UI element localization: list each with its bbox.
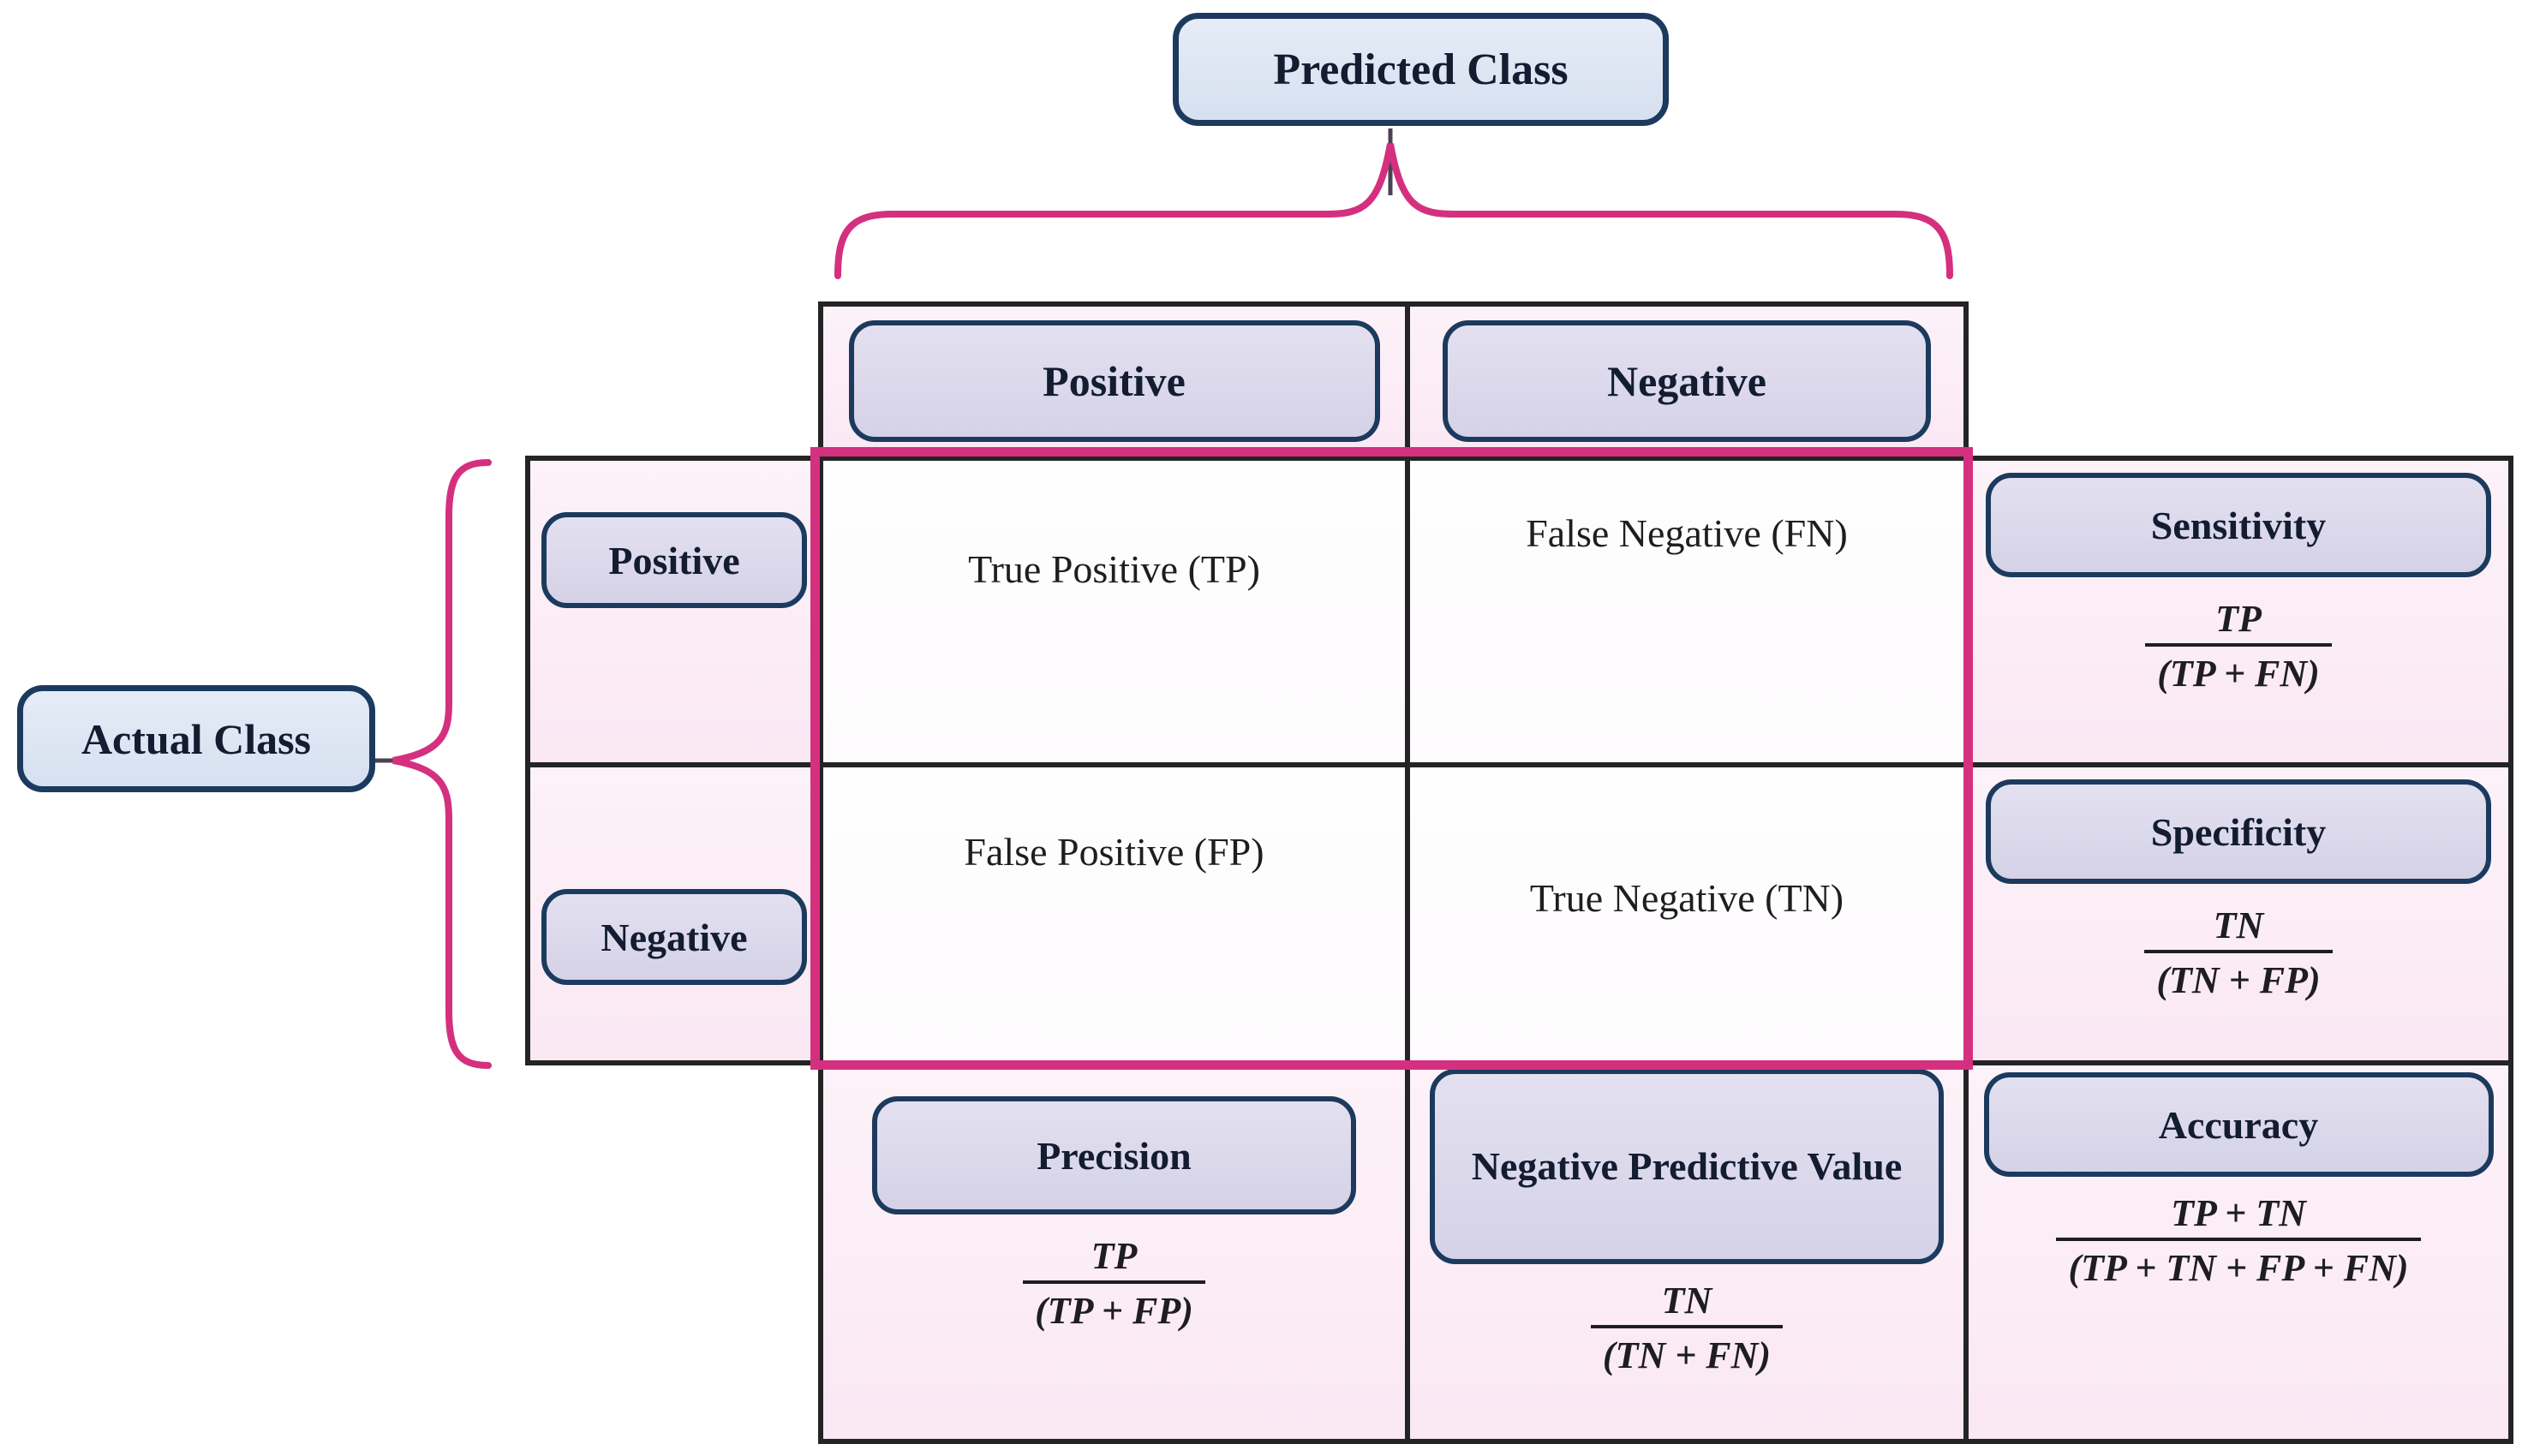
left-curly-brace-icon [392, 459, 492, 1069]
precision-label-box: Precision [872, 1096, 1356, 1214]
cell-sensitivity: Sensitivity TP (TP + FN) [1963, 456, 2513, 767]
precision-formula-numerator: TP [1091, 1235, 1138, 1277]
top-curly-brace-icon [834, 143, 1953, 279]
sensitivity-label: Sensitivity [2150, 503, 2327, 547]
actual-positive-header-box: Positive [541, 512, 807, 608]
npv-formula-denominator: (TN + FN) [1590, 1325, 1784, 1380]
predicted-positive-header-label: Positive [1043, 357, 1186, 405]
row-header-cell-negative: Negative [525, 762, 823, 1065]
cell-false-negative: False Negative (FN) [1405, 456, 1969, 767]
true-positive-text: True Positive (TP) [968, 547, 1260, 591]
cell-negative-predictive-value: Negative Predictive Value TN (TN + FN) [1405, 1060, 1969, 1444]
npv-label-box: Negative Predictive Value [1430, 1069, 1944, 1264]
predicted-positive-header-box: Positive [848, 320, 1380, 442]
actual-negative-header-label: Negative [601, 915, 748, 959]
specificity-formula-denominator: (TN + FP) [2144, 950, 2333, 1005]
sensitivity-formula-numerator: TP [2215, 598, 2262, 640]
actual-class-label: Actual Class [81, 714, 312, 763]
actual-negative-header-box: Negative [541, 889, 807, 985]
predicted-negative-header-label: Negative [1606, 357, 1767, 405]
specificity-label-box: Specificity [1986, 779, 2491, 884]
npv-formula-numerator: TN [1661, 1280, 1712, 1322]
accuracy-label: Accuracy [2158, 1102, 2319, 1147]
actual-class-label-box: Actual Class [17, 685, 375, 792]
predicted-class-label-box: Predicted Class [1173, 13, 1669, 126]
precision-label: Precision [1037, 1133, 1192, 1178]
accuracy-formula: TP + TN (TP + TN + FP + FN) [2056, 1189, 2421, 1292]
predicted-class-label: Predicted Class [1273, 45, 1569, 94]
col-header-cell-negative: Negative [1405, 301, 1969, 461]
specificity-label: Specificity [2150, 809, 2327, 854]
actual-positive-header-label: Positive [608, 538, 740, 582]
accuracy-label-box: Accuracy [1983, 1072, 2494, 1177]
row-header-cell-positive: Positive [525, 456, 823, 767]
cell-precision: Precision TP (TP + FP) [818, 1060, 1410, 1444]
false-positive-text: False Positive (FP) [964, 830, 1264, 874]
false-negative-text: False Negative (FN) [1526, 511, 1848, 555]
col-header-cell-positive: Positive [818, 301, 1410, 461]
predicted-negative-header-box: Negative [1443, 320, 1931, 442]
precision-formula-denominator: (TP + FP) [1023, 1280, 1205, 1335]
cell-true-negative: True Negative (TN) [1405, 762, 1969, 1065]
sensitivity-formula: TP (TP + FN) [2145, 594, 2332, 698]
sensitivity-formula-denominator: (TP + FN) [2145, 643, 2332, 698]
accuracy-formula-denominator: (TP + TN + FP + FN) [2056, 1238, 2421, 1292]
npv-formula: TN (TN + FN) [1590, 1276, 1784, 1380]
specificity-formula-numerator: TN [2213, 904, 2264, 946]
cell-false-positive: False Positive (FP) [818, 762, 1410, 1065]
cell-true-positive: True Positive (TP) [818, 456, 1410, 767]
sensitivity-label-box: Sensitivity [1986, 473, 2491, 577]
specificity-formula: TN (TN + FP) [2144, 901, 2333, 1005]
npv-label: Negative Predictive Value [1471, 1144, 1903, 1189]
true-negative-text: True Negative (TN) [1529, 876, 1844, 920]
accuracy-formula-numerator: TP + TN [2171, 1192, 2306, 1234]
cell-accuracy: Accuracy TP + TN (TP + TN + FP + FN) [1963, 1060, 2513, 1444]
cell-specificity: Specificity TN (TN + FP) [1963, 762, 2513, 1065]
precision-formula: TP (TP + FP) [1023, 1232, 1205, 1335]
